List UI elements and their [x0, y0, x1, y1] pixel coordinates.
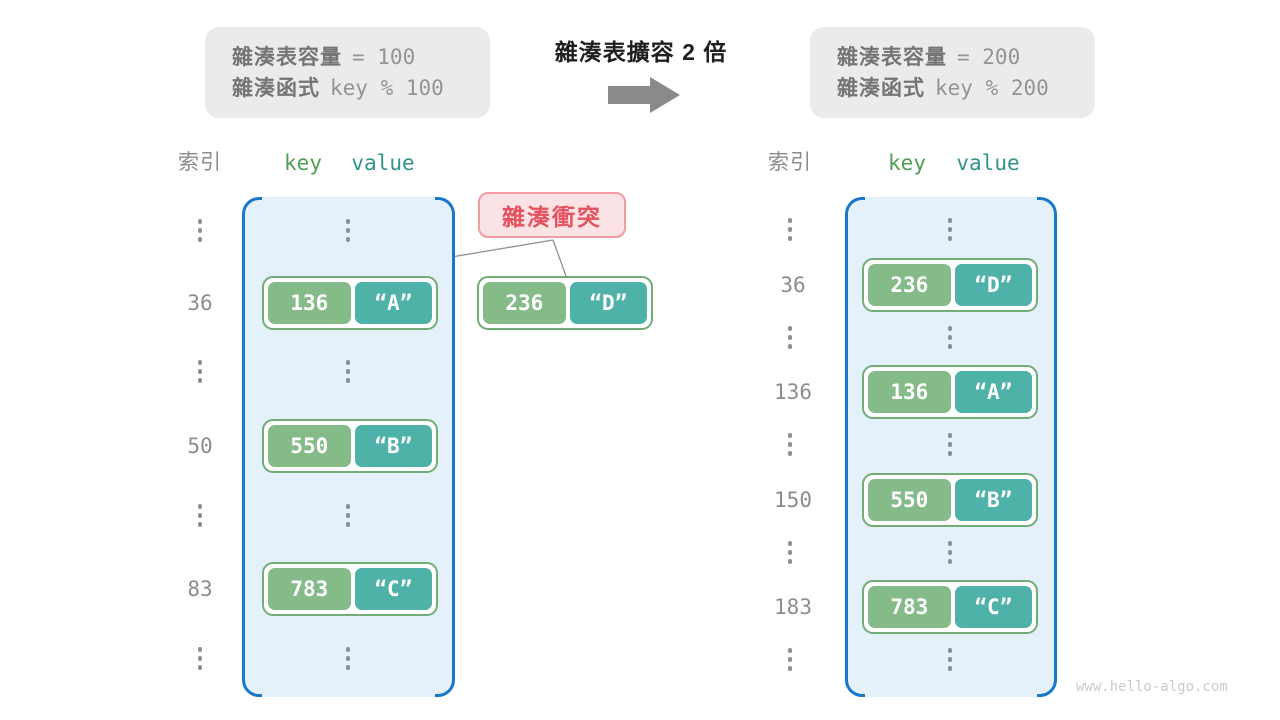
value-box: “D” [954, 264, 1032, 306]
kv-pair-550: 550 “B” [262, 419, 438, 473]
hash-function-label: 雜湊函式 [837, 77, 925, 100]
kv-pair-236-colliding: 236 “D” [477, 276, 653, 330]
ellipsis-dots [197, 219, 203, 242]
arrow-head [650, 77, 680, 113]
key-box: 550 [868, 479, 951, 521]
new-capacity-info-box: 雜湊表容量 = 200 雜湊函式 key % 200 [810, 27, 1095, 118]
index-label: 83 [187, 577, 213, 601]
ellipsis-dots [787, 648, 793, 671]
ellipsis-dots [787, 541, 793, 564]
index-label: 50 [187, 434, 213, 458]
capacity-line: 雜湊表容量 = 100 [232, 42, 490, 73]
hash-collision-label: 雜湊衝突 [478, 192, 626, 238]
arrow-shaft [608, 86, 650, 104]
capacity-line: 雜湊表容量 = 200 [837, 42, 1095, 73]
value-box: “A” [954, 371, 1032, 413]
capacity-value: = 100 [352, 45, 416, 69]
value-box: “C” [354, 568, 432, 610]
ellipsis-dots [197, 647, 203, 670]
value-box: “B” [354, 425, 432, 467]
kv-pair-236: 236 “D” [862, 258, 1038, 312]
kv-pair-783: 783 “C” [262, 562, 438, 616]
key-box: 550 [268, 425, 351, 467]
old-capacity-info-box: 雜湊表容量 = 100 雜湊函式 key % 100 [205, 27, 490, 118]
hash-function-label: 雜湊函式 [232, 77, 320, 100]
kv-pair-783: 783 “C” [862, 580, 1038, 634]
collision-line-to-pair-236 [552, 239, 567, 277]
expansion-title: 雜湊表擴容 2 倍 [554, 39, 728, 65]
ellipsis-dots [345, 647, 351, 670]
value-box: “A” [354, 282, 432, 324]
ellipsis-dots [947, 541, 953, 564]
watermark: www.hello-algo.com [1076, 679, 1228, 695]
key-box: 236 [483, 282, 566, 324]
key-box: 136 [268, 282, 351, 324]
ellipsis-dots [197, 504, 203, 527]
ellipsis-dots [197, 360, 203, 383]
value-box: “C” [954, 586, 1032, 628]
right-index-column-header: 索引 [768, 151, 812, 174]
value-box: “B” [954, 479, 1032, 521]
ellipsis-dots [947, 648, 953, 671]
kv-pair-136: 136 “A” [862, 365, 1038, 419]
ellipsis-dots [345, 219, 351, 242]
ellipsis-dots [787, 326, 793, 349]
hash-function-value: key % 100 [330, 76, 444, 100]
key-box: 783 [868, 586, 951, 628]
value-box: “D” [569, 282, 647, 324]
right-key-column-header: key [888, 151, 926, 175]
left-value-column-header: value [351, 151, 415, 175]
right-arrow-icon [608, 77, 680, 113]
ellipsis-dots [947, 433, 953, 456]
left-key-column-header: key [284, 151, 322, 175]
hash-function-value: key % 200 [935, 76, 1049, 100]
ellipsis-dots [947, 326, 953, 349]
key-box: 783 [268, 568, 351, 610]
hash-function-line: 雜湊函式 key % 100 [232, 73, 490, 104]
index-label: 36 [187, 291, 213, 315]
ellipsis-dots [947, 218, 953, 241]
capacity-label: 雜湊表容量 [232, 46, 342, 69]
index-label: 36 [780, 273, 806, 297]
index-label: 136 [774, 380, 812, 404]
capacity-value: = 200 [957, 45, 1021, 69]
capacity-label: 雜湊表容量 [837, 46, 947, 69]
ellipsis-dots [787, 218, 793, 241]
key-box: 236 [868, 264, 951, 306]
right-value-column-header: value [956, 151, 1020, 175]
index-label: 183 [774, 595, 812, 619]
left-index-column-header: 索引 [178, 151, 222, 174]
ellipsis-dots [345, 360, 351, 383]
key-box: 136 [868, 371, 951, 413]
ellipsis-dots [345, 504, 351, 527]
index-label: 150 [774, 488, 812, 512]
kv-pair-550: 550 “B” [862, 473, 1038, 527]
ellipsis-dots [787, 433, 793, 456]
hash-function-line: 雜湊函式 key % 200 [837, 73, 1095, 104]
kv-pair-136: 136 “A” [262, 276, 438, 330]
